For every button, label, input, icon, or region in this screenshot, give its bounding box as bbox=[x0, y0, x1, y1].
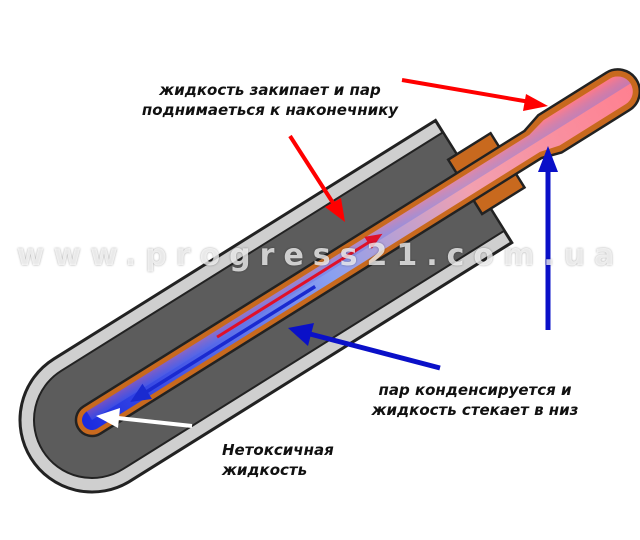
boil-label-line1: жидкость закипает и пар bbox=[159, 81, 381, 99]
condense-label: пар конденсируется и жидкость стекает в … bbox=[350, 380, 600, 420]
watermark: www.progress21.com.ua bbox=[16, 238, 624, 273]
liquid-down-arrow bbox=[130, 284, 317, 402]
fluid-label-line1: Нетоксичная bbox=[222, 441, 334, 459]
condense-arrow-pipe bbox=[288, 323, 441, 371]
fluid-label: Нетоксичная жидкость bbox=[222, 440, 334, 480]
condense-label-line2: жидкость стекает в низ bbox=[371, 401, 579, 419]
fluid-label-line2: жидкость bbox=[222, 461, 308, 479]
condense-label-line1: пар конденсируется и bbox=[378, 381, 572, 399]
boil-arrow-tip bbox=[401, 78, 548, 111]
boil-label-line2: поднимаеться к наконечнику bbox=[141, 101, 399, 119]
boil-arrow-pipe bbox=[288, 134, 345, 222]
condense-arrow-up bbox=[538, 146, 558, 330]
fluid-arrow bbox=[96, 408, 193, 428]
vapor-up-arrow bbox=[216, 233, 383, 339]
boil-label: жидкость закипает и пар поднимаеться к н… bbox=[120, 80, 420, 120]
